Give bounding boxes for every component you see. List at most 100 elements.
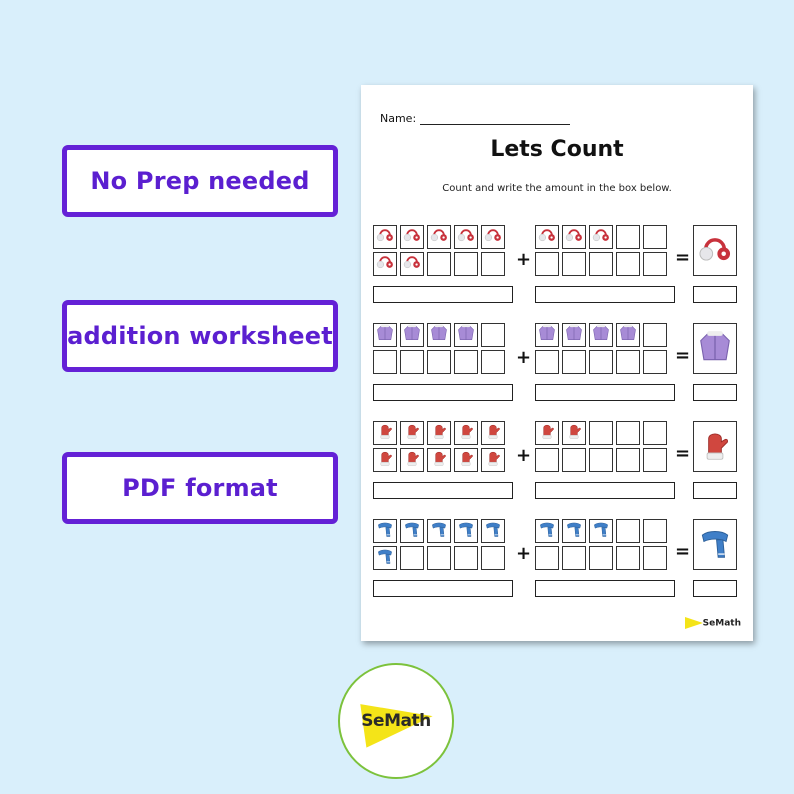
- second-answer-box[interactable]: [535, 482, 675, 499]
- second-addend-grid: [535, 519, 667, 570]
- first-answer-box[interactable]: [373, 482, 513, 499]
- scarf-icon: [591, 519, 611, 543]
- count-cell: [427, 448, 451, 472]
- feature-label: PDF format: [122, 474, 278, 502]
- count-cell: [373, 252, 397, 276]
- plus-sign: +: [516, 249, 532, 270]
- jacket-icon: [591, 323, 611, 347]
- count-cell: [643, 225, 667, 249]
- count-cell: [589, 225, 613, 249]
- jacket-icon: [429, 323, 449, 347]
- second-answer-box[interactable]: [535, 580, 675, 597]
- equals-sign: =: [675, 345, 691, 366]
- mitten-icon: [456, 421, 476, 445]
- count-cell: [562, 421, 586, 445]
- count-cell: [535, 546, 559, 570]
- mitten-icon: [483, 448, 503, 472]
- count-cell: [643, 350, 667, 374]
- count-cell: [562, 252, 586, 276]
- addition-problem: +=: [373, 323, 743, 405]
- scarf-icon: [375, 546, 395, 570]
- feature-label: addition worksheet: [67, 322, 333, 350]
- count-cell: [643, 323, 667, 347]
- total-answer-box[interactable]: [693, 580, 737, 597]
- count-cell: [562, 519, 586, 543]
- scarf-icon: [564, 519, 584, 543]
- count-cell: [427, 323, 451, 347]
- earmuffs-icon: [429, 225, 449, 249]
- earmuffs-icon: [402, 252, 422, 276]
- count-cell: [589, 350, 613, 374]
- count-cell: [562, 323, 586, 347]
- feature-label: No Prep needed: [90, 167, 310, 195]
- second-answer-box[interactable]: [535, 286, 675, 303]
- name-label: Name:: [380, 112, 417, 125]
- total-answer-box[interactable]: [693, 482, 737, 499]
- count-cell: [616, 448, 640, 472]
- count-cell: [454, 519, 478, 543]
- earmuffs-icon: [537, 225, 557, 249]
- mitten-icon: [483, 421, 503, 445]
- mitten-icon: [402, 421, 422, 445]
- count-cell: [454, 448, 478, 472]
- equals-sign: =: [675, 443, 691, 464]
- plus-sign: +: [516, 445, 532, 466]
- plus-sign: +: [516, 347, 532, 368]
- count-cell: [427, 225, 451, 249]
- earmuffs-icon: [375, 225, 395, 249]
- second-answer-box[interactable]: [535, 384, 675, 401]
- count-cell: [481, 448, 505, 472]
- result-picture: [693, 421, 737, 472]
- earmuffs-icon: [696, 230, 734, 272]
- count-cell: [643, 252, 667, 276]
- result-picture: [693, 225, 737, 276]
- count-cell: [616, 421, 640, 445]
- count-cell: [616, 350, 640, 374]
- mitten-icon: [375, 421, 395, 445]
- count-cell: [616, 323, 640, 347]
- second-addend-grid: [535, 421, 667, 472]
- first-answer-box[interactable]: [373, 286, 513, 303]
- count-cell: [481, 546, 505, 570]
- scarf-icon: [402, 519, 422, 543]
- count-cell: [616, 252, 640, 276]
- worksheet-instruction: Count and write the amount in the box be…: [442, 183, 672, 194]
- first-addend-grid: [373, 519, 505, 570]
- sheet-logo: SeMath: [684, 617, 741, 629]
- earmuffs-icon: [591, 225, 611, 249]
- result-picture: [693, 323, 737, 374]
- feature-no-prep: No Prep needed: [62, 145, 338, 217]
- count-cell: [616, 546, 640, 570]
- count-cell: [427, 519, 451, 543]
- jacket-icon: [402, 323, 422, 347]
- worksheet-title: Lets Count: [490, 137, 624, 162]
- total-answer-box[interactable]: [693, 384, 737, 401]
- scarf-icon: [483, 519, 503, 543]
- total-answer-box[interactable]: [693, 286, 737, 303]
- count-cell: [427, 252, 451, 276]
- scarf-icon: [456, 519, 476, 543]
- count-cell: [400, 546, 424, 570]
- count-cell: [400, 323, 424, 347]
- feature-addition-worksheet: addition worksheet: [62, 300, 338, 372]
- equals-sign: =: [675, 541, 691, 562]
- earmuffs-icon: [483, 225, 503, 249]
- sheet-logo-text: SeMath: [702, 618, 741, 629]
- worksheet-page: Name: Lets Count Count and write the amo…: [361, 85, 753, 641]
- first-answer-box[interactable]: [373, 384, 513, 401]
- mitten-icon: [696, 426, 734, 468]
- brand-logo-text: SeMath: [361, 711, 431, 731]
- count-cell: [454, 252, 478, 276]
- count-cell: [373, 448, 397, 472]
- first-answer-box[interactable]: [373, 580, 513, 597]
- jacket-icon: [564, 323, 584, 347]
- mitten-icon: [402, 448, 422, 472]
- jacket-icon: [375, 323, 395, 347]
- mitten-icon: [456, 448, 476, 472]
- count-cell: [454, 350, 478, 374]
- earmuffs-icon: [402, 225, 422, 249]
- count-cell: [535, 519, 559, 543]
- addition-problem: +=: [373, 519, 743, 601]
- result-picture: [693, 519, 737, 570]
- jacket-icon: [618, 323, 638, 347]
